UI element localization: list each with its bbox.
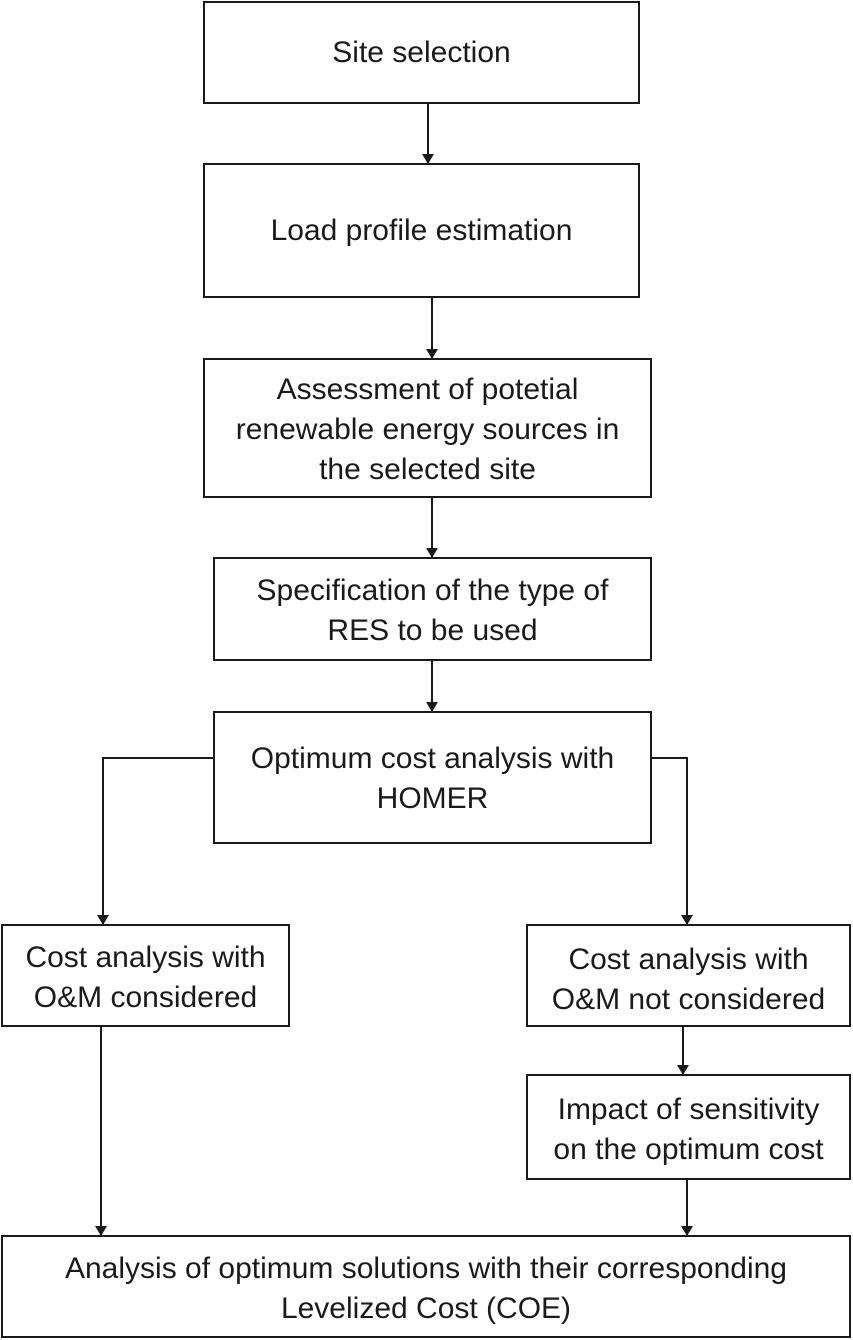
sensitivity-box: Impact of sensitivity on the optimum cos… bbox=[526, 1074, 851, 1180]
arrow-optimum-to-om-considered bbox=[97, 757, 213, 925]
assessment-label-line-3: the selected site bbox=[319, 453, 536, 486]
om-considered-label-line-2: O&M considered bbox=[33, 981, 258, 1014]
load-profile-label: Load profile estimation bbox=[270, 214, 573, 247]
site-selection-box: Site selection bbox=[203, 1, 640, 104]
om-considered-box: Cost analysis with O&M considered bbox=[1, 924, 290, 1027]
om-not-considered-label-line-2: O&M not considered bbox=[551, 983, 826, 1016]
site-selection-label: Site selection bbox=[332, 36, 511, 69]
final-analysis-label-line-1: Analysis of optimum solutions with their… bbox=[64, 1252, 787, 1285]
specification-box: Specification of the type of RES to be u… bbox=[213, 557, 652, 661]
sensitivity-label-line-1: Impact of sensitivity bbox=[557, 1093, 820, 1126]
assessment-box: Assessment of potetial renewable energy … bbox=[203, 358, 652, 498]
assessment-label-line-1: Assessment of potetial bbox=[276, 373, 579, 406]
optimum-cost-label-line-1: Optimum cost analysis with bbox=[250, 742, 615, 775]
om-not-considered-box: Cost analysis with O&M not considered bbox=[526, 924, 851, 1027]
assessment-label-line-2: renewable energy sources in bbox=[235, 413, 620, 446]
optimum-cost-box: Optimum cost analysis with HOMER bbox=[213, 711, 652, 844]
specification-label-line-1: Specification of the type of bbox=[256, 574, 609, 607]
specification-label-line-2: RES to be used bbox=[327, 614, 538, 647]
final-analysis-box: Analysis of optimum solutions with their… bbox=[1, 1235, 851, 1338]
om-not-considered-label-line-1: Cost analysis with bbox=[568, 943, 809, 976]
arrow-optimum-to-om-not-considered bbox=[652, 757, 693, 925]
om-considered-label-line-1: Cost analysis with bbox=[25, 941, 266, 974]
optimum-cost-label-line-2: HOMER bbox=[376, 782, 489, 815]
load-profile-box: Load profile estimation bbox=[203, 163, 640, 298]
sensitivity-label-line-2: on the optimum cost bbox=[553, 1133, 824, 1166]
final-analysis-label-line-2: Levelized Cost (COE) bbox=[280, 1292, 572, 1325]
